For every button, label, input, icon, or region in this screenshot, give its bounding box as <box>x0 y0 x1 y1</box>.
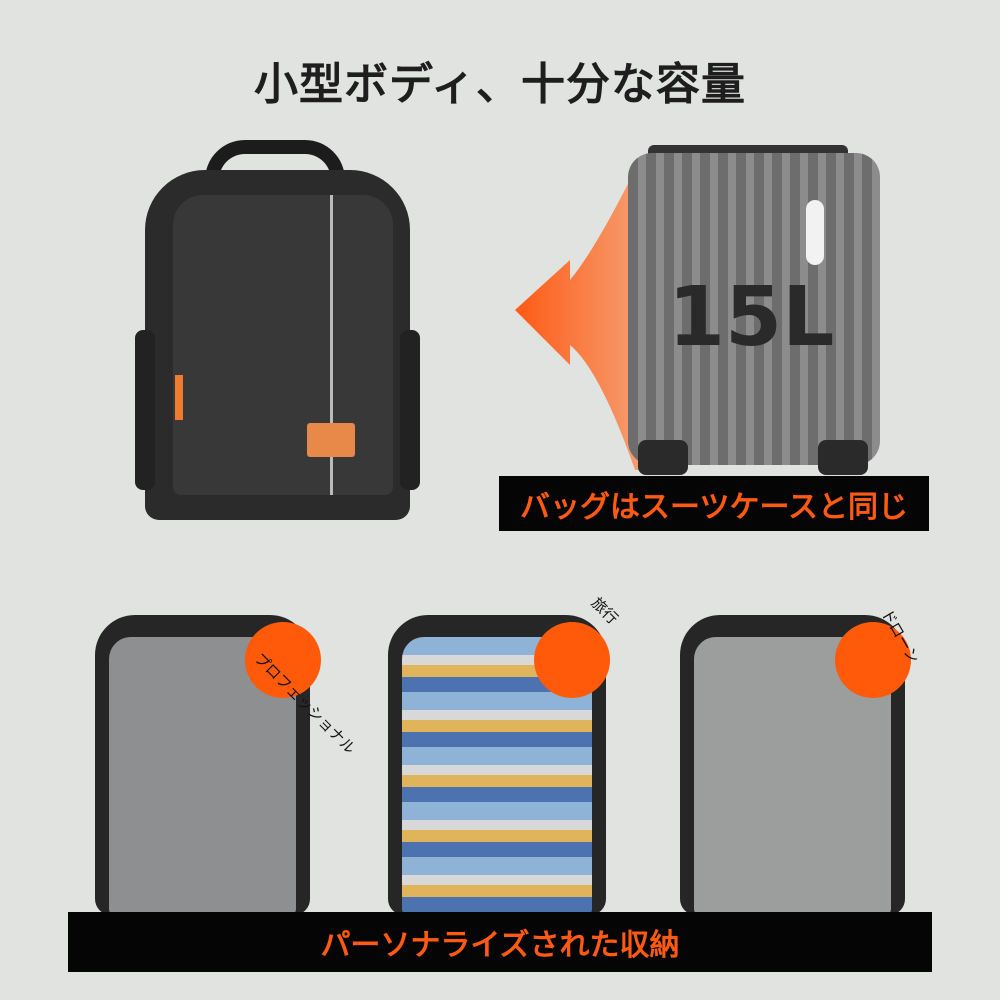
suitcase-image: 15L <box>628 145 880 480</box>
footer-caption: パーソナライズされた収納 <box>68 912 932 972</box>
circle-badge <box>835 622 911 698</box>
circle-badge <box>534 622 610 698</box>
page-title: 小型ボディ、十分な容量 <box>254 59 746 110</box>
capacity-label: 15L <box>668 270 835 365</box>
comparison-caption: バッグはスーツケースと同じ <box>499 476 929 531</box>
circle-badge <box>245 622 321 698</box>
use-label-travel: 旅行 <box>587 593 622 628</box>
backpack-image <box>135 140 420 525</box>
